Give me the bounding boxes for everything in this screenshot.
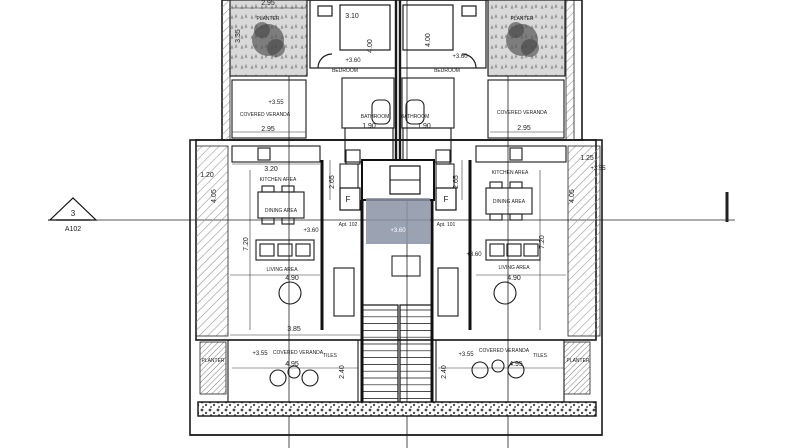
label-planter-bottom-left: PLANTER — [201, 358, 224, 364]
dim-295-top: 2.95 — [261, 0, 275, 7]
dim-310: 3.10 — [345, 13, 359, 20]
dim-295-left: 2.95 — [261, 126, 275, 133]
level-veranda-bottom-right: +3.55 — [458, 352, 474, 358]
label-bathroom-left: BATHROOM — [361, 114, 390, 120]
level-right-edge: +3.55 — [590, 166, 606, 172]
label-kitchen-left: KITCHEN AREA — [260, 177, 297, 183]
label-dining-right: DINING AREA — [493, 199, 526, 205]
level-veranda-bottom-left: +3.55 — [252, 351, 268, 357]
dim-490-right: 4.90 — [507, 275, 521, 282]
section-sheet: A102 — [65, 226, 81, 233]
dim-190-left: 1.90 — [362, 123, 376, 130]
central-walls — [320, 160, 472, 403]
highlight-box — [366, 198, 430, 244]
dim-265-right: 2.65 — [453, 175, 460, 189]
stair-core — [339, 159, 457, 404]
label-dining-left: DINING AREA — [265, 208, 298, 214]
label-apt-left: Apt. 102 — [339, 222, 358, 228]
label-tiles-left: TILES — [323, 353, 338, 359]
label-apt-right: Apt. 101 — [437, 222, 456, 228]
living-furniture — [255, 239, 541, 317]
bedrooms — [309, 0, 487, 168]
dim-385: 3.85 — [287, 326, 301, 333]
label-bathroom-right: BATHROOM — [401, 114, 430, 120]
label-tiles-right: TILES — [533, 353, 548, 359]
planter-top-right — [487, 0, 566, 77]
label-planter-bottom-right: PLANTER — [566, 358, 589, 364]
label-veranda-bottom-right: COVERED VERANDA — [479, 348, 530, 354]
dim-400-right: 4.00 — [425, 33, 432, 47]
planter-top-left — [229, 0, 308, 77]
label-living-left: LIVING AREA — [266, 267, 298, 273]
dim-125: 1.25 — [580, 155, 594, 162]
dim-295-right: 2.95 — [517, 125, 531, 132]
dining-chair — [489, 213, 503, 221]
dimension-labels: 2.95 3.10 4.00 4.00 3.35 1.90 1.90 2.95 … — [200, 0, 594, 379]
hatched-walls — [195, 0, 601, 395]
section-marker: 3 A102 — [48, 197, 98, 233]
dim-120: 1.20 — [200, 172, 214, 179]
level-veranda-top-left: +3.55 — [268, 100, 284, 106]
dim-320: 3.20 — [264, 166, 278, 173]
dim-720-left: 7.20 — [243, 237, 250, 251]
dim-405-right: 4.05 — [569, 189, 576, 203]
level-bedroom-right: +3.60 — [452, 54, 468, 60]
dining-chair — [281, 217, 295, 225]
kitchens — [231, 145, 567, 163]
label-veranda-top-left: COVERED VERANDA — [240, 112, 291, 118]
label-fridge-right: F — [444, 195, 449, 204]
dim-495-right: 4.95 — [509, 361, 523, 368]
dim-265-left: 2.65 — [329, 175, 336, 189]
label-living-right: LIVING AREA — [498, 265, 530, 271]
label-veranda-bottom-left: COVERED VERANDA — [273, 350, 324, 356]
dim-495-left: 4.95 — [285, 361, 299, 368]
label-bedroom-left: BEDROOM — [332, 68, 358, 74]
dining-chair — [489, 181, 503, 189]
level-labels: +3.60 +3.60 +3.55 +3.60 +3.60 +3.55 +3.5… — [252, 54, 606, 358]
dim-720-right: 7.20 — [539, 235, 546, 249]
label-planter-right: PLANTER — [510, 16, 533, 22]
dining-tables — [257, 181, 533, 225]
dim-190-right: 1.90 — [417, 123, 431, 130]
dining-chair — [509, 181, 523, 189]
label-kitchen-right: KITCHEN AREA — [492, 170, 529, 176]
dim-240-right: 2.40 — [441, 365, 448, 379]
level-living-right: +3.60 — [466, 252, 482, 258]
top-verandas — [231, 79, 565, 139]
label-veranda-top-right: COVERED VERANDA — [497, 110, 548, 116]
bathrooms — [341, 77, 455, 165]
dining-chair — [509, 213, 523, 221]
dining-chair — [261, 217, 275, 225]
dim-240-left: 2.40 — [339, 365, 346, 379]
label-planter-left: PLANTER — [256, 16, 279, 22]
level-core: +3.60 — [390, 228, 406, 234]
dim-490-left: 4.90 — [285, 275, 299, 282]
gravel-strip — [197, 401, 597, 417]
level-living-left: +3.60 — [303, 228, 319, 234]
label-fridge-left: F — [346, 195, 351, 204]
label-bedroom-right: BEDROOM — [434, 68, 460, 74]
dim-400-left: 4.00 — [367, 39, 374, 53]
dimension-lines — [230, 7, 566, 369]
dining-chair — [261, 185, 275, 193]
dim-335: 3.35 — [235, 29, 242, 43]
room-labels: PLANTER PLANTER BEDROOM BEDROOM BATHROOM… — [201, 16, 589, 364]
dim-405-left: 4.05 — [211, 189, 218, 203]
section-number: 3 — [71, 209, 76, 218]
dining-chair — [281, 185, 295, 193]
level-bedroom-left: +3.60 — [345, 58, 361, 64]
